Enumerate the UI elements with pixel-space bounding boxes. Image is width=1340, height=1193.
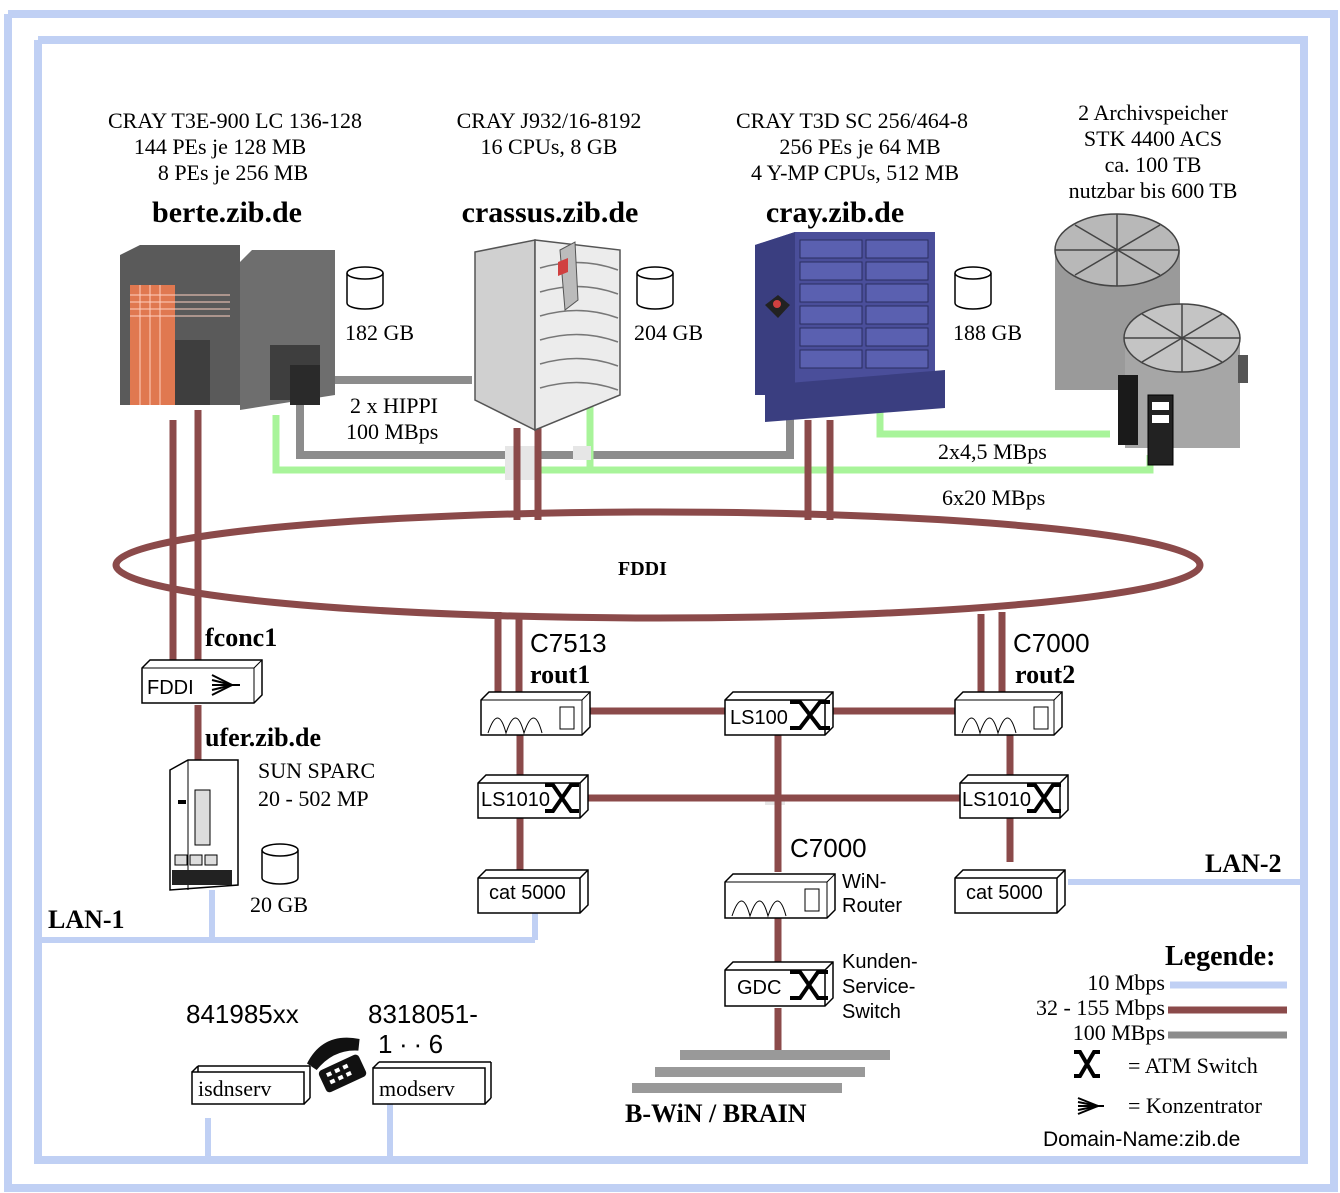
archive-silo-icon <box>1054 213 1248 466</box>
legend-row-10mbps: 10 Mbps <box>1087 970 1165 995</box>
archive-line-2: STK 4400 ACS <box>1084 126 1222 151</box>
disk-ufer-icon <box>261 843 299 885</box>
router-rout2 <box>954 691 1063 736</box>
legend-row-atm-switch: = ATM Switch <box>1128 1053 1258 1078</box>
crassus-hostname: crassus.zib.de <box>462 196 639 229</box>
berte-spec-2: 144 PEs je 128 MB <box>134 134 306 159</box>
win-router-label-1: WiN- <box>842 871 886 893</box>
isdnserv-box <box>191 1065 311 1105</box>
lan-10mbps-links <box>38 879 1304 1160</box>
router-rout1 <box>480 691 591 736</box>
lan-frame <box>4 10 1338 1192</box>
lan2-label: LAN-2 <box>1205 849 1282 878</box>
disk-crassus-icon <box>636 266 674 310</box>
isdn-number: 841985xx <box>186 999 299 1029</box>
disk-cray-icon <box>954 266 992 310</box>
modserv-label: modserv <box>379 1076 455 1101</box>
atm-switch-ls1010-right-icon <box>1027 783 1061 813</box>
cray-t3e-icon <box>120 245 335 410</box>
fddi-ring-label: FDDI <box>618 558 667 580</box>
legend-title: Legende: <box>1165 941 1275 972</box>
cat5000-left-box <box>477 869 589 914</box>
legend-concentrator-icon <box>1077 1097 1104 1115</box>
cat5000-right-box <box>954 869 1066 914</box>
modem-number-2: 1 ∙ ∙ 6 <box>378 1029 443 1059</box>
crassus-spec-2: 16 CPUs, 8 GB <box>481 134 618 159</box>
gdc-box <box>724 961 834 1007</box>
lan1-label: LAN-1 <box>48 905 125 934</box>
archive-line-3: ca. 100 TB <box>1105 152 1202 177</box>
backbone-links <box>112 410 1204 1055</box>
atm-switch-ls100-icon <box>790 700 830 730</box>
kunden-label-2: Service- <box>842 976 915 998</box>
fddi-concentrator <box>141 659 263 704</box>
ls1010-left-box <box>477 774 589 819</box>
rout2-model: C7000 <box>1013 628 1090 658</box>
hippi-links <box>296 376 794 459</box>
legend-atm-switch-icon <box>1074 1050 1100 1078</box>
legend-row-100mbps: 100 MBps <box>1073 1020 1165 1045</box>
legend-domain-name: Domain-Name:zib.de <box>1043 1128 1240 1151</box>
modem-number-1: 8318051- <box>368 999 478 1029</box>
ls1010-right-label: LS1010 <box>962 789 1031 811</box>
ufer-hostname: ufer.zib.de <box>205 723 321 752</box>
device-boxes <box>191 691 1069 1105</box>
rout1-model: C7513 <box>530 628 607 658</box>
win-router-label-2: Router <box>842 895 902 917</box>
kunden-label-3: Switch <box>842 1001 901 1023</box>
telephone-icon <box>307 1037 367 1093</box>
crassus-disk-size: 204 GB <box>634 320 703 345</box>
legend-row-concentrator: = Konzentrator <box>1128 1093 1263 1118</box>
atm-switch-gdc-icon <box>790 970 828 1000</box>
ufer-disk-size: 20 GB <box>250 892 308 917</box>
cat5000-right-label: cat 5000 <box>966 882 1043 904</box>
archive-line-1: 2 Archivspeicher <box>1078 100 1228 125</box>
berte-spec-1: CRAY T3E-900 LC 136-128 <box>108 108 362 133</box>
ls100-label: LS100 <box>730 707 788 729</box>
modserv-box <box>372 1061 492 1105</box>
cray-hostname: cray.zib.de <box>766 196 904 229</box>
rout2-hostname: rout2 <box>1015 660 1075 689</box>
ufer-spec-1: SUN SPARC <box>258 758 375 783</box>
ls1010-left-label: LS1010 <box>481 789 550 811</box>
berte-hostname: berte.zib.de <box>152 196 302 229</box>
atm-switch-ls1010-left-icon <box>545 783 579 813</box>
berte-spec-3: 8 PEs je 256 MB <box>158 160 308 185</box>
bwin-label: B-WiN / BRAIN <box>625 1099 807 1128</box>
disk-berte-icon <box>346 266 384 310</box>
archive-line-4: nutzbar bis 600 TB <box>1069 178 1238 203</box>
hippi-label-1: 2 x HIPPI <box>350 393 438 418</box>
legend-lines <box>1168 981 1287 1039</box>
green-link-label-a: 2x4,5 MBps <box>938 439 1047 464</box>
green-link-label-b: 6x20 MBps <box>942 485 1045 510</box>
atm-switch-icons <box>545 700 1100 1078</box>
rout1-hostname: rout1 <box>530 660 590 689</box>
cray-spec-3: 4 Y-MP CPUs, 512 MB <box>751 160 959 185</box>
legend-row-155mbps: 32 - 155 Mbps <box>1036 995 1165 1020</box>
c7000-win-model: C7000 <box>790 833 867 863</box>
router-win <box>724 873 836 919</box>
sun-sparc-icon <box>169 759 239 891</box>
link-crossings <box>505 446 785 805</box>
concentrator-icon <box>211 674 240 696</box>
isdnserv-label: isdnserv <box>198 1076 271 1101</box>
ufer-spec-2: 20 - 502 MP <box>258 786 369 811</box>
kunden-label-1: Kunden- <box>842 951 918 973</box>
cray-spec-1: CRAY T3D SC 256/464-8 <box>736 108 968 133</box>
fconc-box-label: FDDI <box>147 677 194 699</box>
cray-disk-size: 188 GB <box>953 320 1022 345</box>
disk-icons <box>261 266 992 885</box>
cray-j932-icon <box>474 239 621 432</box>
cray-t3d-icon <box>755 232 945 422</box>
crassus-spec-1: CRAY J932/16-8192 <box>457 108 642 133</box>
hippi-label-2: 100 MBps <box>346 419 438 444</box>
cray-spec-2: 256 PEs je 64 MB <box>779 134 940 159</box>
berte-disk-size: 182 GB <box>345 320 414 345</box>
fconc-hostname: fconc1 <box>205 623 277 652</box>
cat5000-left-label: cat 5000 <box>489 882 566 904</box>
gdc-label: GDC <box>737 977 781 999</box>
bwin-network <box>632 1050 890 1093</box>
